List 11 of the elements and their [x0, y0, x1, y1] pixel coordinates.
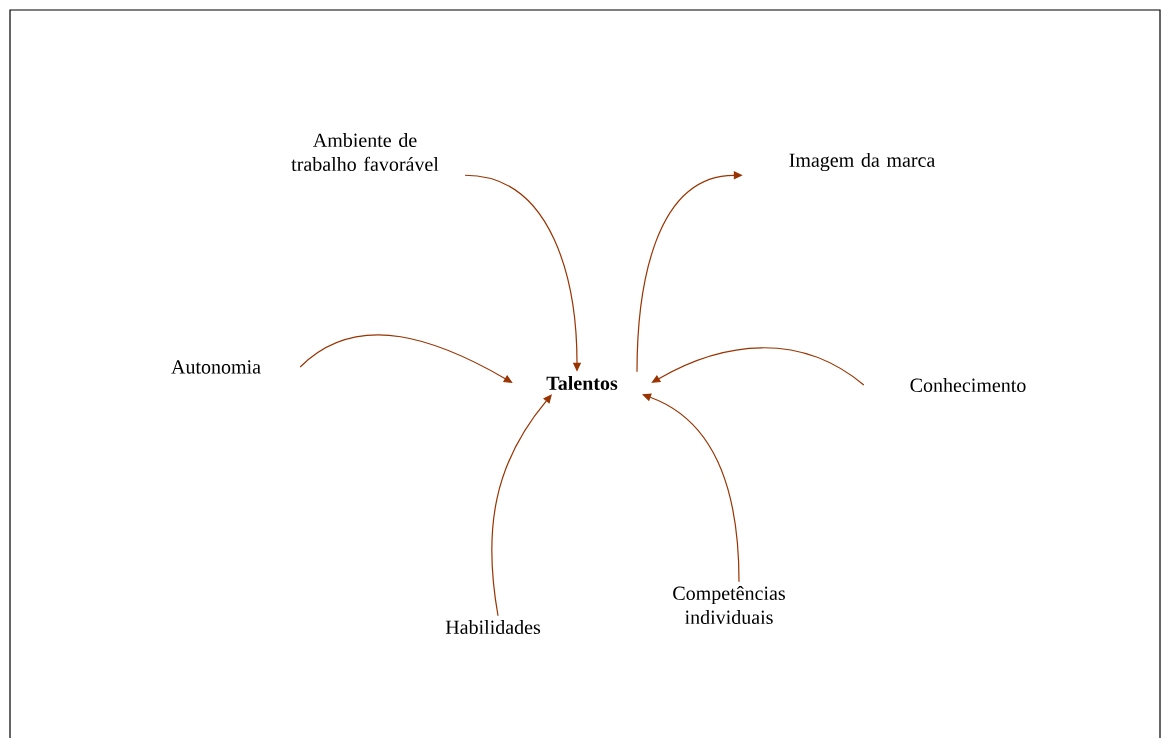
center-label: Talentos — [546, 375, 618, 390]
factor-label: Autonomia — [171, 360, 261, 374]
curved-arrow — [651, 347, 865, 386]
curved-arrow — [491, 394, 552, 617]
factor-label: Competências individuais — [673, 585, 785, 625]
factor-label: Ambiente de trabalho favorável — [291, 132, 439, 171]
factor-label: Conhecimento — [910, 377, 1026, 392]
curved-arrow — [642, 393, 740, 583]
curved-arrow — [299, 334, 513, 383]
factor-label: Habilidades — [445, 619, 541, 634]
factor-label: Imagem da marca — [789, 152, 936, 172]
